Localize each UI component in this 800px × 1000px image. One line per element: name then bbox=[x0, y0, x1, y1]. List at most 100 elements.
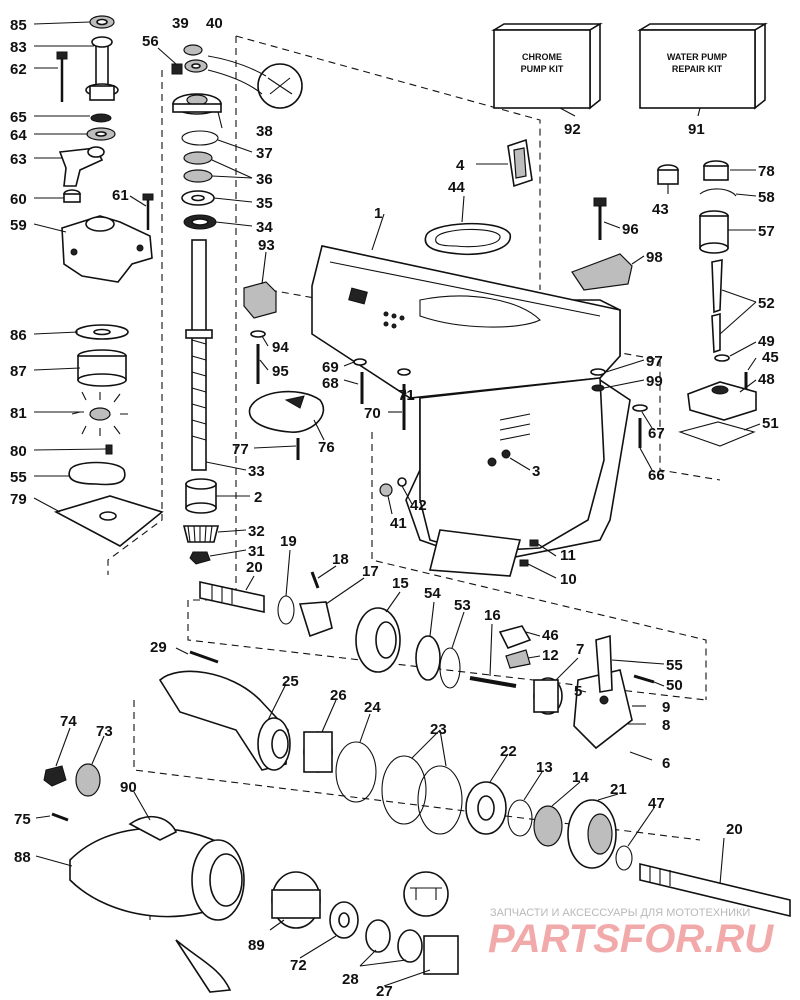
callout-label: 71 bbox=[398, 387, 415, 404]
callout-label: 78 bbox=[758, 163, 775, 180]
callout-label: 41 bbox=[390, 515, 407, 532]
callout-label: 6 bbox=[662, 755, 670, 772]
callout-label: 25 bbox=[282, 673, 299, 690]
callout-label: 54 bbox=[424, 585, 441, 602]
callout-label: 87 bbox=[10, 363, 27, 380]
callout-label: 5 bbox=[574, 683, 582, 700]
driveshaft-parts bbox=[171, 44, 325, 565]
callout-label: 4 bbox=[456, 157, 465, 174]
callout-label: 44 bbox=[448, 179, 465, 196]
callout-label: 73 bbox=[96, 723, 113, 740]
callout-label: 34 bbox=[256, 219, 273, 236]
callout-label: 16 bbox=[484, 607, 501, 624]
water-pump-repair-kit-box: WATER PUMP REPAIR KIT bbox=[637, 22, 768, 110]
callout-label: 88 bbox=[14, 849, 31, 866]
shift-parts bbox=[571, 160, 757, 448]
callout-label: 77 bbox=[232, 441, 249, 458]
callout-label: 8 bbox=[662, 717, 670, 734]
kit-label-line1: WATER PUMP bbox=[667, 52, 727, 62]
callout-label: 68 bbox=[322, 375, 339, 392]
callout-label: 91 bbox=[688, 121, 705, 138]
callout-label: 47 bbox=[648, 795, 665, 812]
callout-label: 37 bbox=[256, 145, 273, 162]
callout-label: 31 bbox=[248, 543, 265, 560]
callout-label: 24 bbox=[364, 699, 381, 716]
callout-label: 70 bbox=[364, 405, 381, 422]
callout-label: 18 bbox=[332, 551, 349, 568]
callout-label: 62 bbox=[10, 61, 27, 78]
callout-label: 58 bbox=[758, 189, 775, 206]
callout-label: 95 bbox=[272, 363, 289, 380]
callout-label: 46 bbox=[542, 627, 559, 644]
callout-label: 55 bbox=[10, 469, 27, 486]
callout-label: 94 bbox=[272, 339, 289, 356]
callout-label: 59 bbox=[10, 217, 27, 234]
callout-label: 51 bbox=[762, 415, 779, 432]
leader-lines bbox=[33, 21, 761, 987]
callout-label: 36 bbox=[256, 171, 273, 188]
callout-label: 81 bbox=[10, 405, 27, 422]
callout-label: 28 bbox=[342, 971, 359, 988]
gear-train-parts bbox=[43, 571, 791, 993]
watermark-brand: PARTSFOR.RU bbox=[488, 917, 774, 961]
water-pump-parts bbox=[53, 15, 164, 547]
kit-label-line1: CHROME bbox=[522, 52, 562, 62]
callout-label: 99 bbox=[646, 373, 663, 390]
callout-label: 57 bbox=[758, 223, 775, 240]
kit-label-line2: PUMP KIT bbox=[521, 64, 564, 74]
gearcase-housing bbox=[311, 138, 631, 577]
callout-label: 53 bbox=[454, 597, 471, 614]
callout-label: 12 bbox=[542, 647, 559, 664]
callout-label: 19 bbox=[280, 533, 297, 550]
callout-label: 15 bbox=[392, 575, 409, 592]
callout-label: 93 bbox=[258, 237, 275, 254]
callout-label: 74 bbox=[60, 713, 77, 730]
callout-label: 22 bbox=[500, 743, 517, 760]
callout-label: 76 bbox=[318, 439, 335, 456]
callout-label: 14 bbox=[572, 769, 589, 786]
callout-label: 29 bbox=[150, 639, 167, 656]
callout-label: 85 bbox=[10, 17, 27, 34]
callout-label: 10 bbox=[560, 571, 577, 588]
callout-label: 92 bbox=[564, 121, 581, 138]
callout-label: 55 bbox=[666, 657, 683, 674]
callout-label: 13 bbox=[536, 759, 553, 776]
chrome-pump-kit-box: CHROME PUMP KIT bbox=[491, 22, 603, 110]
callout-label: 45 bbox=[762, 349, 779, 366]
callout-label: 60 bbox=[10, 191, 27, 208]
callout-label: 48 bbox=[758, 371, 775, 388]
callout-label: 96 bbox=[622, 221, 639, 238]
callout-label: 98 bbox=[646, 249, 663, 266]
callout-label: 83 bbox=[10, 39, 27, 56]
callout-label: 40 bbox=[206, 15, 223, 32]
callout-label: 56 bbox=[142, 33, 159, 50]
callout-label: 26 bbox=[330, 687, 347, 704]
callout-label: 17 bbox=[362, 563, 379, 580]
callout-label: 75 bbox=[14, 811, 31, 828]
callout-labels: 85 83 62 65 64 63 60 61 59 56 39 40 38 3… bbox=[10, 15, 779, 1000]
callout-label: 7 bbox=[576, 641, 584, 658]
callout-label: 97 bbox=[646, 353, 663, 370]
callout-label: 64 bbox=[10, 127, 27, 144]
callout-label: 49 bbox=[758, 333, 775, 350]
callout-label: 72 bbox=[290, 957, 307, 974]
callout-label: 3 bbox=[532, 463, 540, 480]
callout-label: 11 bbox=[560, 547, 576, 564]
callout-label: 35 bbox=[256, 195, 273, 212]
callout-label: 32 bbox=[248, 523, 265, 540]
assembly-boundaries bbox=[107, 35, 721, 920]
callout-label: 43 bbox=[652, 201, 669, 218]
callout-label: 1 bbox=[374, 205, 382, 222]
callout-label: 20 bbox=[246, 559, 263, 576]
callout-label: 67 bbox=[648, 425, 665, 442]
callout-label: 2 bbox=[254, 489, 262, 506]
callout-label: 21 bbox=[610, 781, 627, 798]
callout-label: 86 bbox=[10, 327, 27, 344]
callout-label: 20 bbox=[726, 821, 743, 838]
callout-label: 66 bbox=[648, 467, 665, 484]
callout-label: 61 bbox=[112, 187, 129, 204]
callout-label: 52 bbox=[758, 295, 775, 312]
callout-label: 38 bbox=[256, 123, 273, 140]
callout-label: 69 bbox=[322, 359, 339, 376]
